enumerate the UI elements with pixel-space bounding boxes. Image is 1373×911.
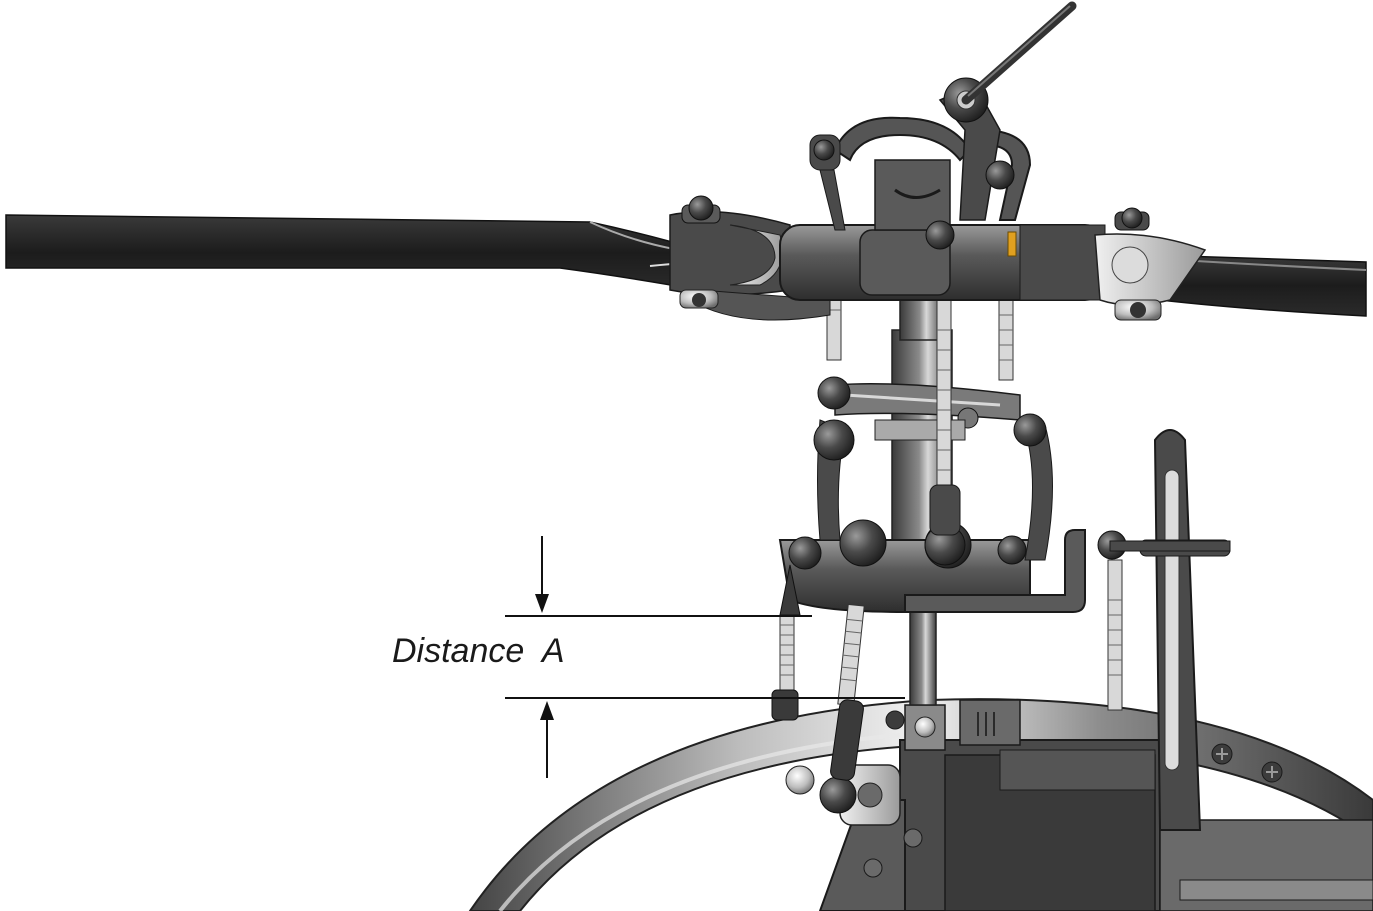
arrow-down-icon	[535, 536, 549, 613]
dimension-annotation	[505, 536, 905, 778]
rotor-hub	[779, 224, 1106, 301]
arrow-up-icon	[540, 701, 554, 778]
upper-head	[809, 77, 1032, 250]
blade-grip-right	[1094, 207, 1207, 321]
flybar-rod	[961, 1, 1077, 105]
servo-block	[785, 699, 1373, 911]
blade-grip-left	[669, 195, 831, 321]
rotor-blade-left	[5, 214, 721, 291]
distance-a-label: Distance A	[392, 632, 565, 670]
rotor-blade-right	[1149, 254, 1367, 317]
